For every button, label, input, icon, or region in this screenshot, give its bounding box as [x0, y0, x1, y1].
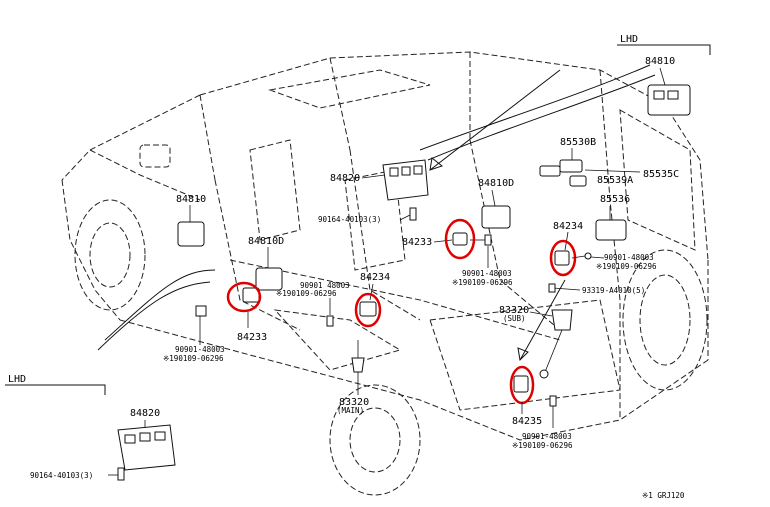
window-switch-84810d	[481, 205, 511, 229]
part-190109-left: ※190109-06296	[163, 354, 224, 363]
edge-curve-left	[104, 269, 216, 341]
edge-curve-left-2	[97, 281, 211, 351]
part-190109-center: ※190109-06296	[276, 289, 337, 298]
vehicle-outline	[61, 51, 709, 496]
part-190109-right: ※190109-06296	[596, 262, 657, 271]
cap-85539a	[569, 175, 587, 187]
highlight-84233-left	[226, 281, 262, 313]
switch-84235	[513, 375, 529, 393]
part-93319: 93319-A4010(5)	[582, 286, 645, 295]
pointer-arrow-top	[429, 69, 561, 171]
part-90901-midright: 90901-48003	[462, 269, 512, 278]
part-84235: 84235	[512, 416, 542, 427]
sensor-83320-main	[351, 357, 365, 373]
part-90164-mid: 90164-40103(3)	[318, 215, 381, 224]
part-90901-left: 90901-48003	[175, 345, 225, 354]
part-84233-left: 84233	[237, 332, 267, 343]
lhd-bottom-label: LHD	[8, 374, 26, 385]
part-190109-bottom: ※190109-06296	[512, 441, 573, 450]
screw-84234-center	[326, 315, 334, 327]
part-84820-bottom: 84820	[130, 408, 160, 419]
part-83320-main: 83320	[339, 397, 369, 408]
part-84234-right: 84234	[553, 221, 583, 232]
switch-84234-right	[554, 250, 570, 266]
screw-mid	[409, 207, 417, 221]
part-90901-center: 90901 48003	[300, 281, 350, 290]
screw-bottom	[117, 467, 125, 481]
part-190109-midright: ※190109-06296	[452, 278, 513, 287]
part-84810d-left: 84810D	[248, 236, 284, 247]
part-84233-mid: 84233	[402, 237, 432, 248]
label-main: (MAIN)	[337, 406, 364, 415]
part-84810-left: 84810	[176, 194, 206, 205]
window-switch-84810-left	[177, 221, 205, 247]
switch-84234-center	[359, 301, 377, 317]
part-85535c: 85535C	[643, 169, 679, 180]
screw-84235	[549, 395, 557, 407]
lhd-inset-bottom: LHD 84820 90164-40103(3)	[5, 374, 176, 481]
edge-curve-top-2	[427, 74, 656, 161]
part-85536: 85536	[600, 194, 630, 205]
lhd-top-label: LHD	[620, 34, 638, 45]
part-90164-bottom: 90164-40103(3)	[30, 471, 93, 480]
block-85536	[595, 219, 627, 241]
master-switch-bottom	[117, 424, 176, 471]
switch-85530b	[559, 159, 583, 173]
edge-curve-top	[419, 64, 651, 151]
part-84234-center: 84234	[360, 272, 390, 283]
screw-84233-mid	[484, 234, 492, 246]
highlight-84233-mid	[444, 218, 476, 260]
arrow-head-bottom	[517, 347, 529, 362]
part-84810d: 84810D	[478, 178, 514, 189]
part-85539a: 85539A	[597, 175, 633, 186]
highlight-84234-right	[549, 239, 577, 277]
part-85530b: 85530B	[560, 137, 596, 148]
lhd-inset-top: LHD 84810	[617, 34, 711, 116]
part-84810-top: 84810	[645, 56, 675, 67]
part-90901-right: 90901-48003	[604, 253, 654, 262]
bolt-93319	[548, 283, 556, 293]
part-83320-sub: 83320	[499, 305, 529, 316]
switch-84233-mid	[452, 232, 468, 246]
part-84820: 84820	[330, 173, 360, 184]
window-switch-84810d-left	[255, 267, 283, 291]
screw-left	[195, 305, 207, 317]
label-sub: (SUB)	[503, 314, 526, 323]
highlight-84234-center	[354, 292, 382, 328]
sensor-83320-sub	[551, 309, 573, 331]
part-90901-bottom: 90901-48003	[522, 432, 572, 441]
pointer-arrow-bottom	[519, 279, 566, 361]
switch-85530b-2	[539, 165, 561, 177]
footnote: ※1 GRJ120	[642, 491, 685, 500]
screw-84234-right	[584, 252, 592, 260]
power-window-switch-top	[647, 84, 691, 116]
arrow-head-top	[429, 157, 444, 171]
